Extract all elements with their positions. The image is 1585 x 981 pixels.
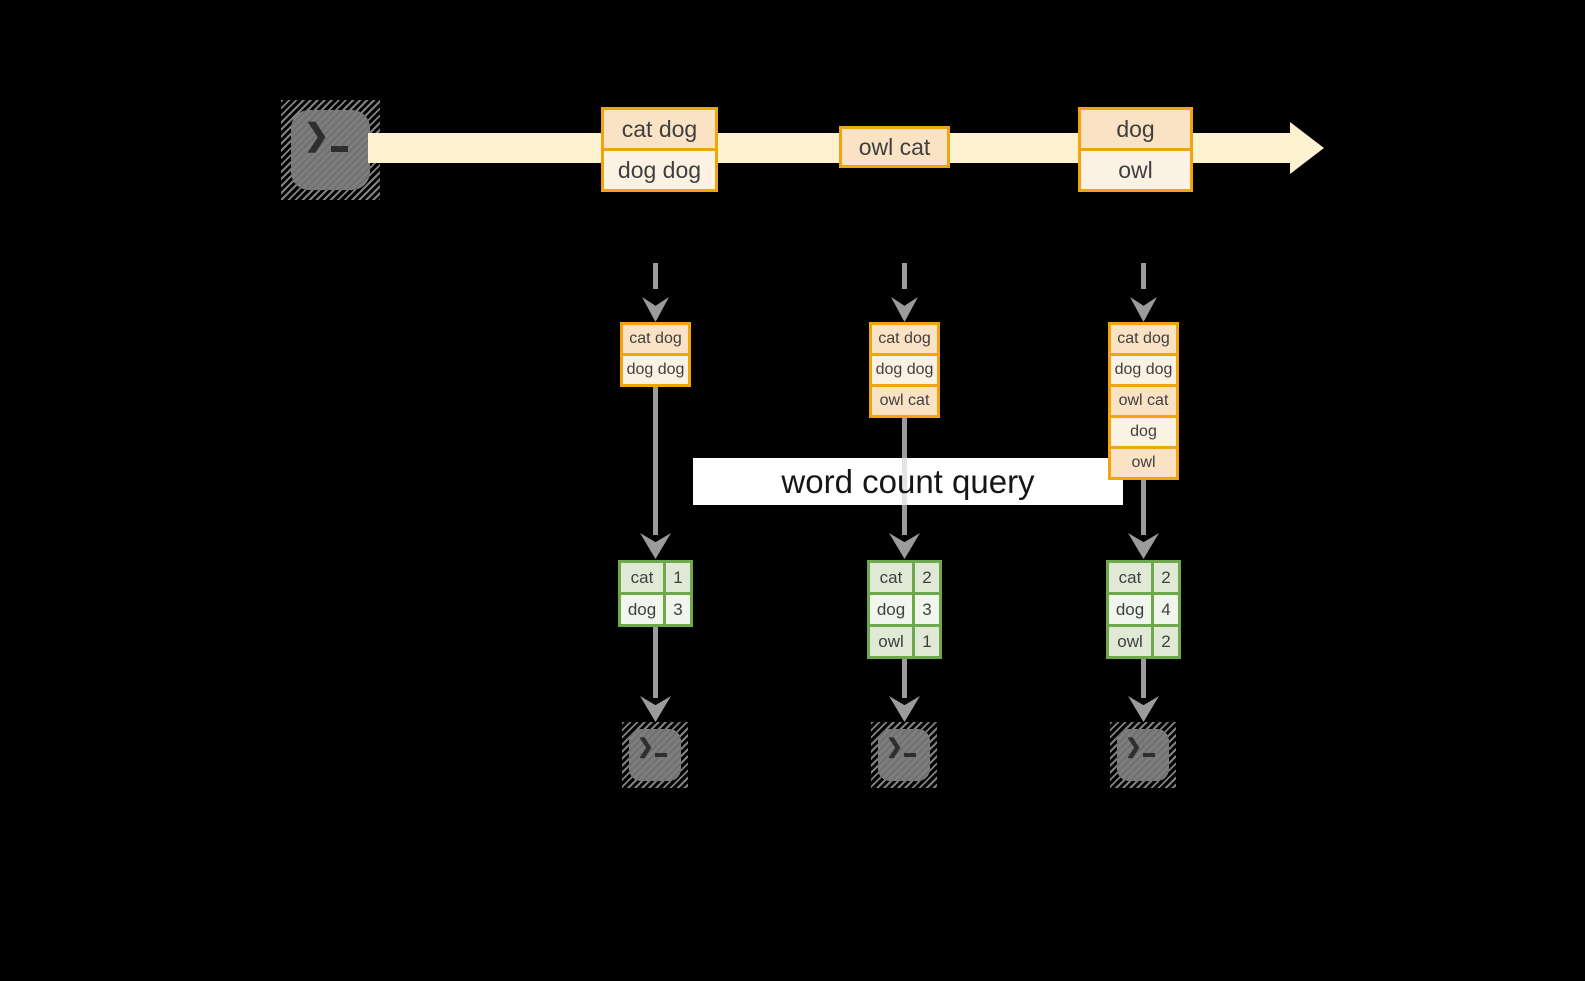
- timeline-event-cell: dog: [1081, 110, 1190, 148]
- wordcount-table-3: cat 2 dog 4 owl 2: [1106, 560, 1181, 659]
- timeline-event-cell: owl: [1081, 148, 1190, 189]
- wordcount-table-2: cat 2 dog 3 owl 1: [867, 560, 942, 659]
- wordcount-table-1: cat 1 dog 3: [618, 560, 693, 627]
- timeline-event-cell: dog dog: [604, 148, 715, 189]
- state-cell: cat dog: [1111, 325, 1176, 353]
- timeline-event-box-1: cat dog dog dog: [601, 107, 718, 192]
- state-cell: owl cat: [872, 384, 937, 415]
- count-word-cell: cat: [1109, 563, 1154, 592]
- query-banner: word count query: [693, 458, 1123, 505]
- dashed-arrow-3: [1141, 263, 1146, 289]
- timeline-event-cell: cat dog: [604, 110, 715, 148]
- connector-state-to-counts-3: [1141, 480, 1146, 535]
- state-box-3: cat dog dog dog owl cat dog owl: [1108, 322, 1179, 480]
- count-word-cell: cat: [621, 563, 666, 592]
- count-value-cell: 1: [666, 563, 690, 592]
- terminal-consumer-icon-1: ❯: [622, 722, 688, 788]
- consumer-arrowhead-2-icon: [889, 696, 920, 722]
- connector-arrowhead-3-icon: [1128, 533, 1159, 559]
- connector-counts-to-terminal-3: [1141, 659, 1146, 698]
- count-value-cell: 3: [666, 595, 690, 624]
- terminal-consumer-icon-2: ❯: [871, 722, 937, 788]
- query-banner-label: word count query: [781, 463, 1035, 500]
- state-cell: dog: [1111, 415, 1176, 446]
- state-box-2: cat dog dog dog owl cat: [869, 322, 940, 418]
- terminal-prompt-chevron-icon: ❯: [886, 736, 903, 758]
- timeline-event-box-2: owl cat: [839, 126, 950, 168]
- count-word-cell: owl: [870, 627, 915, 656]
- state-cell: dog dog: [623, 353, 688, 384]
- count-value-cell: 1: [915, 627, 939, 656]
- dashed-arrow-1: [653, 263, 658, 289]
- connector-counts-to-terminal-2: [902, 659, 907, 698]
- count-word-cell: dog: [870, 595, 915, 624]
- count-value-cell: 2: [915, 563, 939, 592]
- stream-timeline-arrowhead-icon: [1290, 122, 1324, 174]
- count-word-cell: owl: [1109, 627, 1154, 656]
- state-box-1: cat dog dog dog: [620, 322, 691, 387]
- terminal-prompt-cursor-icon: [1143, 753, 1155, 757]
- dashed-arrowhead-2-icon: [891, 297, 918, 322]
- state-cell: cat dog: [623, 325, 688, 353]
- terminal-prompt-chevron-icon: ❯: [1125, 736, 1142, 758]
- terminal-prompt-chevron-icon: ❯: [304, 119, 330, 152]
- consumer-arrowhead-3-icon: [1128, 696, 1159, 722]
- terminal-prompt-cursor-icon: [655, 753, 667, 757]
- connector-state-to-counts-1: [653, 387, 658, 535]
- count-word-cell: dog: [621, 595, 666, 624]
- dashed-arrowhead-3-icon: [1130, 297, 1157, 322]
- terminal-source-icon: ❯: [281, 100, 380, 200]
- state-cell: dog dog: [1111, 353, 1176, 384]
- state-cell: cat dog: [872, 325, 937, 353]
- connector-showthrough: [902, 458, 907, 505]
- connector-arrowhead-1-icon: [640, 533, 671, 559]
- connector-arrowhead-2-icon: [889, 533, 920, 559]
- count-word-cell: cat: [870, 563, 915, 592]
- terminal-prompt-chevron-icon: ❯: [637, 736, 654, 758]
- timeline-event-cell: owl cat: [842, 129, 947, 165]
- count-value-cell: 2: [1154, 627, 1178, 656]
- timeline-event-box-3: dog owl: [1078, 107, 1193, 192]
- count-value-cell: 2: [1154, 563, 1178, 592]
- state-cell: owl: [1111, 446, 1176, 477]
- connector-counts-to-terminal-1: [653, 627, 658, 698]
- count-value-cell: 3: [915, 595, 939, 624]
- state-cell: owl cat: [1111, 384, 1176, 415]
- consumer-arrowhead-1-icon: [640, 696, 671, 722]
- count-word-cell: dog: [1109, 595, 1154, 624]
- dashed-arrow-2: [902, 263, 907, 289]
- state-cell: dog dog: [872, 353, 937, 384]
- terminal-prompt-cursor-icon: [904, 753, 916, 757]
- terminal-consumer-icon-3: ❯: [1110, 722, 1176, 788]
- terminal-prompt-cursor-icon: [331, 146, 348, 152]
- count-value-cell: 4: [1154, 595, 1178, 624]
- dashed-arrowhead-1-icon: [642, 297, 669, 322]
